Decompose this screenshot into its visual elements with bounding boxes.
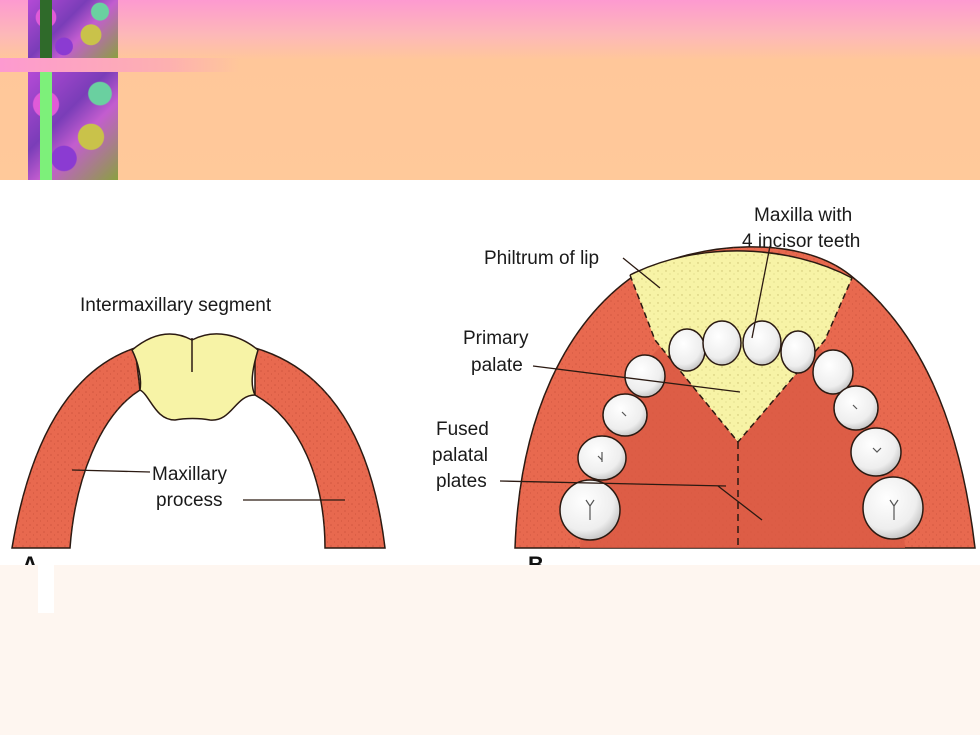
label-maxillary-line1: Maxillary xyxy=(152,464,227,485)
title-band xyxy=(0,0,980,180)
tooth xyxy=(624,354,666,398)
panel-a: Intermaxillary segment Maxillary process… xyxy=(11,295,386,565)
label-primary-line2: palate xyxy=(471,355,523,376)
palate-diagram-svg: Intermaxillary segment Maxillary process… xyxy=(11,205,976,565)
intermaxillary-segment-shape xyxy=(131,333,259,421)
decorative-stub xyxy=(38,565,54,613)
decorative-stripe-light xyxy=(40,72,52,180)
incisor-tooth xyxy=(780,330,816,374)
label-fused-line1: Fused xyxy=(436,419,489,440)
label-intermaxillary-segment: Intermaxillary segment xyxy=(80,295,272,316)
tooth xyxy=(862,476,924,540)
incisor-tooth xyxy=(742,320,782,366)
incisor-tooth xyxy=(668,328,706,372)
accent-line xyxy=(0,58,240,72)
tooth xyxy=(850,427,902,477)
label-fused-line3: plates xyxy=(436,471,487,492)
label-maxillary-line2: process xyxy=(156,490,223,511)
teeth xyxy=(559,320,924,541)
label-fused-line2: palatal xyxy=(432,445,488,466)
panel-letter-a: A xyxy=(22,552,38,565)
palate-diagram-figure: Intermaxillary segment Maxillary process… xyxy=(0,180,980,565)
decorative-stripe-dark xyxy=(40,0,52,58)
tooth xyxy=(812,349,854,395)
label-philtrum: Philtrum of lip xyxy=(484,248,599,269)
label-maxilla-line1: Maxilla with xyxy=(754,205,852,226)
incisor-tooth xyxy=(702,320,742,366)
panel-letter-b: B xyxy=(528,552,544,565)
label-maxilla-line2: 4 incisor teeth xyxy=(742,231,860,252)
panel-b: Maxilla with 4 incisor teeth Philtrum of… xyxy=(432,205,976,565)
label-primary-line1: Primary xyxy=(463,328,529,349)
